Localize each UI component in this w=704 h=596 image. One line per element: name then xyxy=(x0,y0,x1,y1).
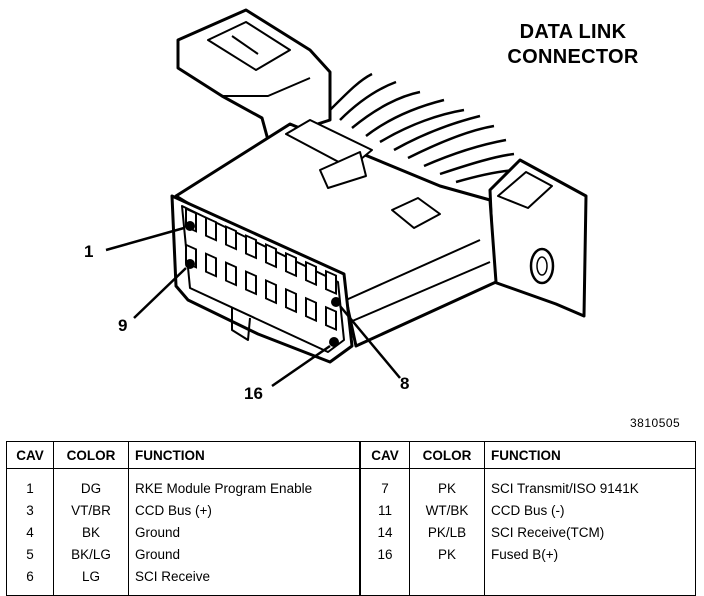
table-row: 4 BK Ground 14 PK/LB SCI Receive(TCM) xyxy=(7,521,696,543)
leader-pin16 xyxy=(271,344,331,388)
pin-8-marker xyxy=(331,297,341,307)
cell-color: PK xyxy=(409,468,485,499)
cell-function: RKE Module Program Enable xyxy=(128,468,360,499)
cell-function: SCI Receive xyxy=(128,565,360,596)
title-line-2: CONNECTOR xyxy=(507,46,639,68)
pinout-table: CAV COLOR FUNCTION CAV COLOR FUNCTION 1 … xyxy=(6,441,696,596)
callout-pin-1: 1 xyxy=(84,242,94,261)
cell-color: BK xyxy=(53,521,129,543)
cell-color: BK/LG xyxy=(53,543,129,565)
cell-function: Fused B(+) xyxy=(484,543,696,565)
cell-cav: 11 xyxy=(359,499,410,521)
cell-cav: 3 xyxy=(26,502,34,518)
header-function: FUNCTION xyxy=(128,441,360,469)
table-row: 5 BK/LG Ground 16 PK Fused B(+) xyxy=(7,543,696,565)
header-function-2: FUNCTION xyxy=(484,441,696,469)
callout-pin-8: 8 xyxy=(400,374,410,393)
cell-color xyxy=(409,565,485,596)
cell-color: PK/LB xyxy=(409,521,485,543)
table-row: 1 DG RKE Module Program Enable 7 PK SCI … xyxy=(7,468,696,499)
cell-cav: 1 xyxy=(26,480,34,496)
leader-pin8 xyxy=(339,305,401,379)
pin-1-marker xyxy=(185,221,195,231)
diagram-title: DATA LINK CONNECTOR xyxy=(478,20,668,70)
header-color: COLOR xyxy=(53,441,129,469)
cell-function: SCI Receive(TCM) xyxy=(484,521,696,543)
leader-pin9 xyxy=(133,267,187,319)
cell-color: LG xyxy=(53,565,129,596)
title-line-1: DATA LINK xyxy=(519,21,627,43)
table-header-row: CAV COLOR FUNCTION CAV COLOR FUNCTION xyxy=(6,441,696,469)
cell-function: CCD Bus (+) xyxy=(128,499,360,521)
wire-bundle xyxy=(329,72,521,184)
cell-cav: 6 xyxy=(26,568,34,584)
pin-16-marker xyxy=(329,337,339,347)
pin-9-marker xyxy=(185,259,195,269)
cell-cav: 4 xyxy=(26,524,34,540)
cell-color: VT/BR xyxy=(53,499,129,521)
callout-pin-16: 16 xyxy=(244,384,263,403)
table-row: 6 LG SCI Receive xyxy=(7,565,696,596)
callout-pin-9: 9 xyxy=(118,316,128,335)
cell-cav: 7 xyxy=(359,468,410,499)
cell-function: Ground xyxy=(128,521,360,543)
figure-id: 3810505 xyxy=(630,416,681,430)
cell-function: Ground xyxy=(128,543,360,565)
cell-function xyxy=(484,565,696,596)
header-color-2: COLOR xyxy=(409,441,485,469)
cell-cav xyxy=(359,565,410,596)
cell-cav: 16 xyxy=(359,543,410,565)
cell-function: CCD Bus (-) xyxy=(484,499,696,521)
connector-drawing xyxy=(105,8,588,388)
cell-cav: 14 xyxy=(359,521,410,543)
leader-pin1 xyxy=(105,226,185,252)
cell-color: PK xyxy=(409,543,485,565)
table-row: 3 VT/BR CCD Bus (+) 11 WT/BK CCD Bus (-) xyxy=(7,499,696,521)
cell-cav: 5 xyxy=(26,546,34,562)
cell-function: SCI Transmit/ISO 9141K xyxy=(484,468,696,499)
cell-color: DG xyxy=(53,468,129,499)
cell-color: WT/BK xyxy=(409,499,485,521)
header-cav-2: CAV xyxy=(359,441,410,469)
header-cav: CAV xyxy=(6,441,54,469)
